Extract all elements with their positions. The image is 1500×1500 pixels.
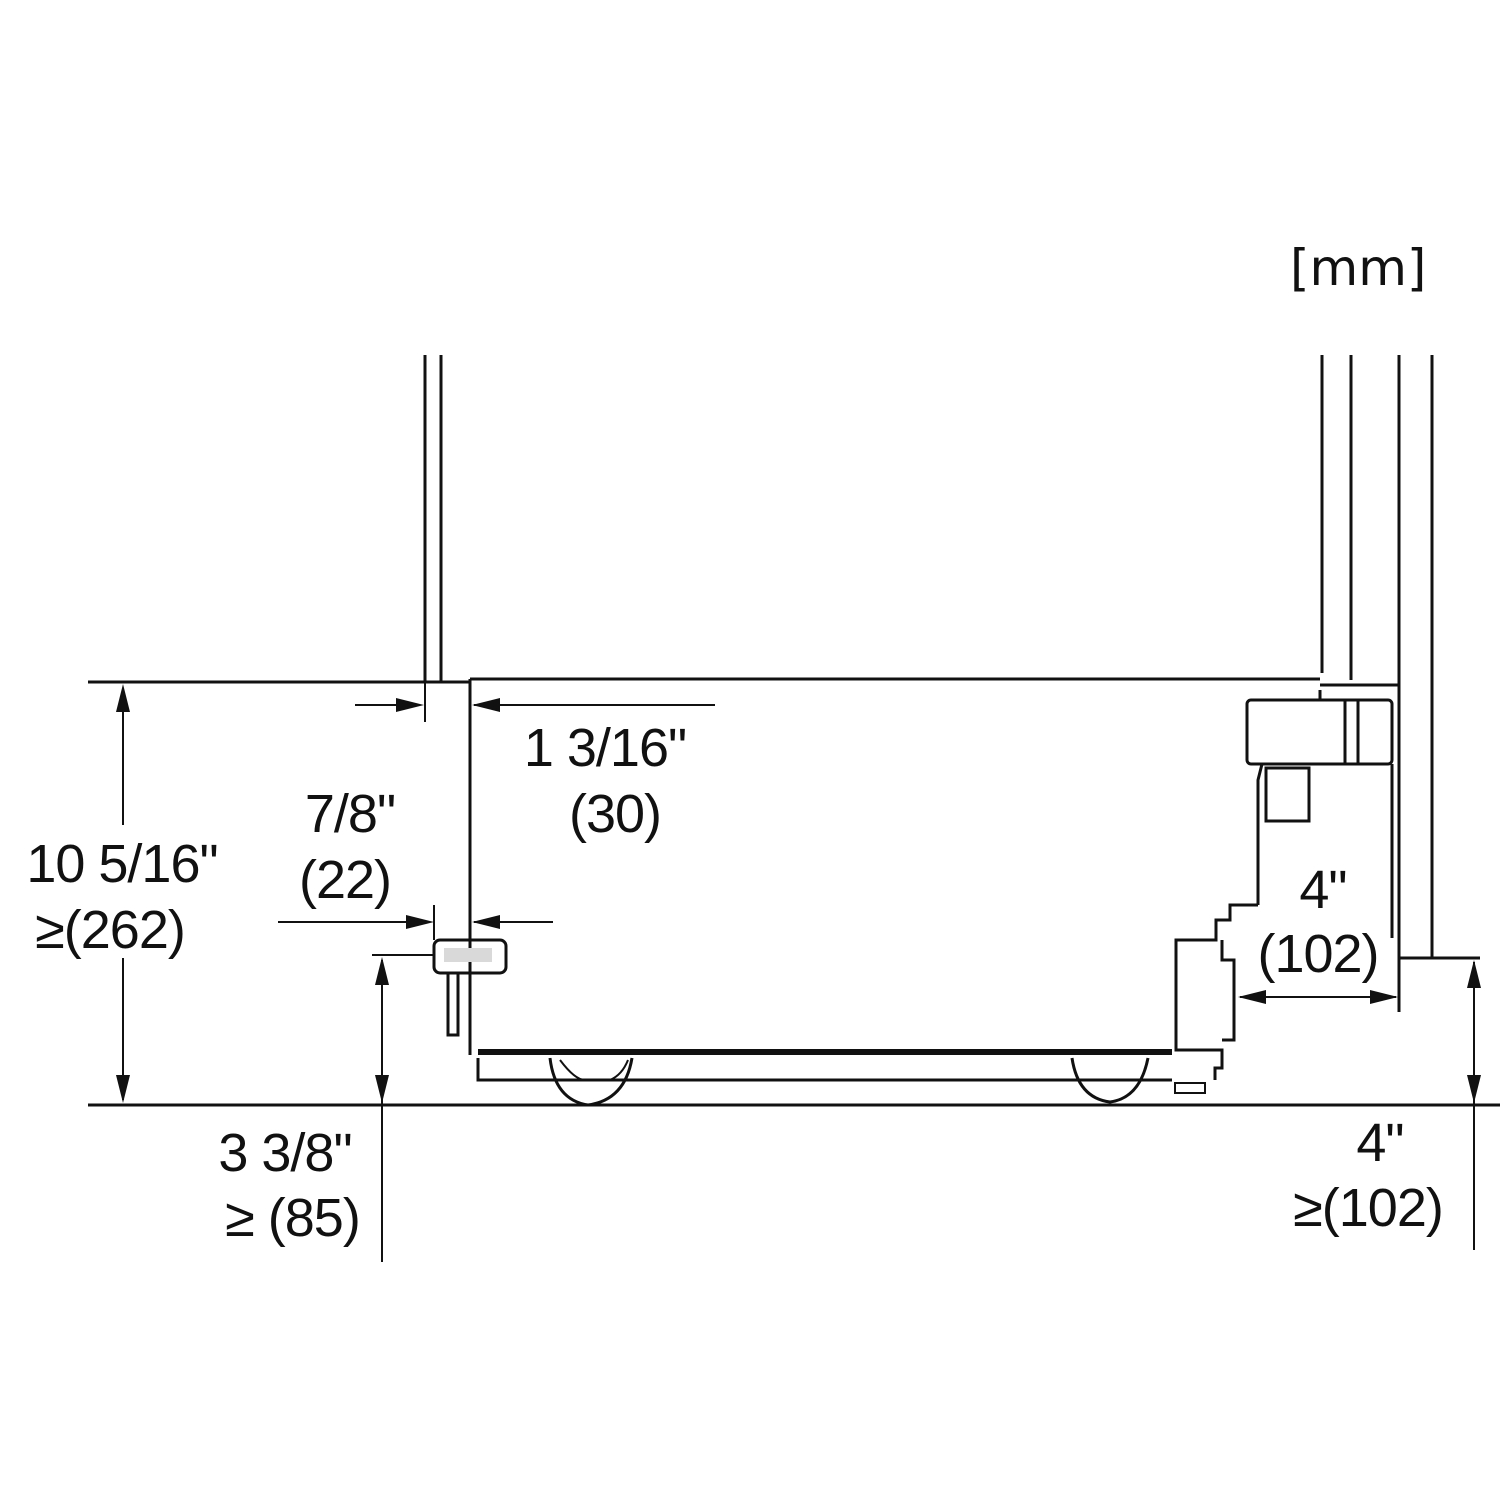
rear-height-metric: ≥(102) bbox=[1293, 1178, 1444, 1238]
units-label: [mm] bbox=[1290, 239, 1427, 297]
total-height-imperial: 10 5/16" bbox=[26, 834, 218, 894]
dimension-rear-height bbox=[1467, 960, 1481, 1250]
rear-depth-imperial: 4" bbox=[1299, 860, 1347, 920]
rear-hinge-mechanism bbox=[1174, 698, 1394, 1094]
rear-height-imperial: 4" bbox=[1356, 1113, 1404, 1173]
rear-depth-metric: (102) bbox=[1257, 924, 1379, 984]
appliance-body bbox=[468, 679, 1172, 1082]
connector-offset-metric: (22) bbox=[298, 850, 392, 910]
left-cabinet-wall bbox=[423, 355, 443, 682]
dimension-side-gap bbox=[355, 682, 715, 722]
connector-height-metric: ≥ (85) bbox=[225, 1188, 361, 1248]
connector-offset-imperial: 7/8" bbox=[304, 784, 396, 844]
side-gap-metric: (30) bbox=[568, 784, 662, 844]
top-reference-line bbox=[88, 677, 1320, 684]
dimension-rear-depth bbox=[1238, 990, 1398, 1004]
side-gap-imperial: 1 3/16" bbox=[523, 718, 687, 778]
total-height-metric: ≥(262) bbox=[35, 900, 186, 960]
dimension-total-height bbox=[116, 684, 130, 1103]
right-cabinet-walls bbox=[1318, 355, 1480, 1012]
dimension-connector-height bbox=[372, 954, 434, 1262]
connector-height-imperial: 3 3/8" bbox=[218, 1123, 352, 1183]
water-connector bbox=[432, 938, 508, 1037]
dimension-connector-offset bbox=[278, 905, 553, 940]
rear-wheel bbox=[1070, 1057, 1150, 1104]
